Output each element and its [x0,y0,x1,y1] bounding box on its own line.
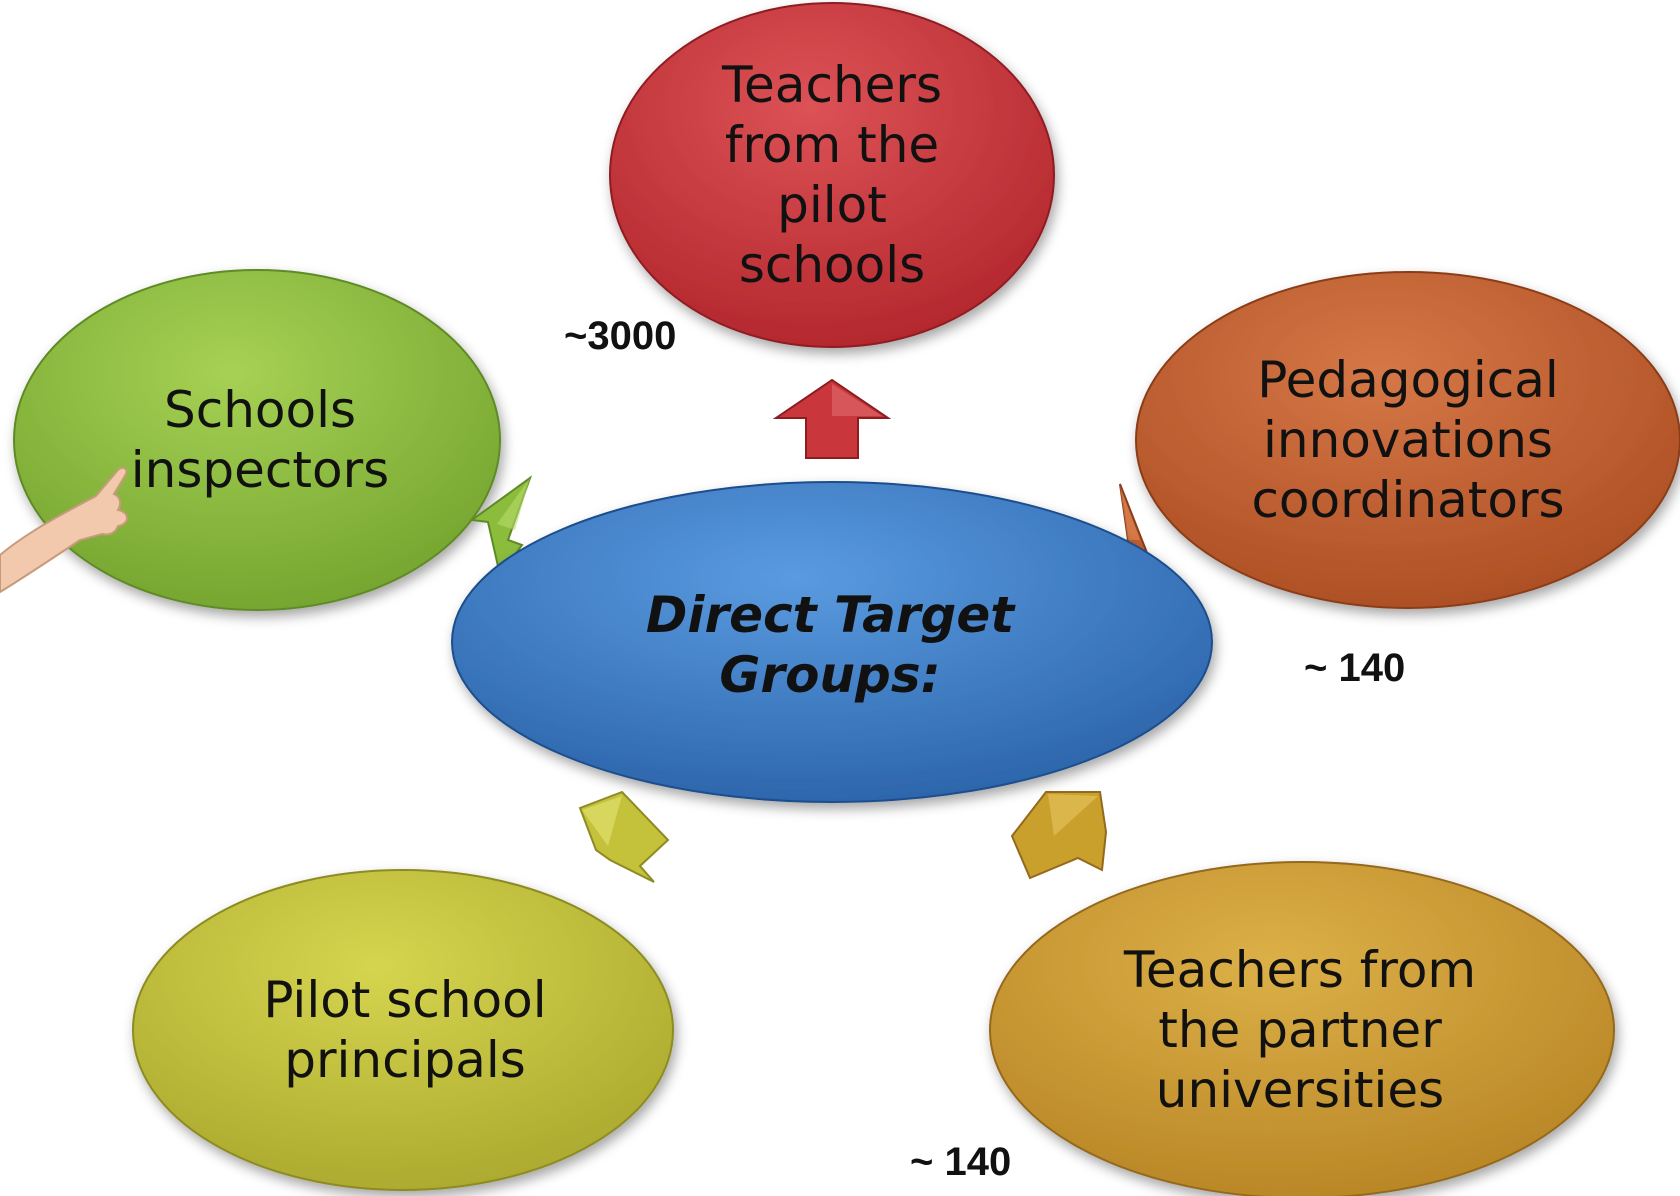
pointing-hand-icon [0,466,128,594]
node-label-pedagogical-coordinators: Pedagogical innovations coordinators [1251,351,1565,529]
node-ellipse-partner-university-teachers [989,861,1615,1196]
count-partner-university-teachers: ~ 140 [910,1140,1012,1184]
node-label-pilot-principals: Pilot school principals [263,971,547,1089]
count-teachers-pilot: ~3000 [564,314,677,358]
center-label: Direct Target Groups: [645,586,1015,704]
node-label-teachers-pilot: Teachers from the pilot schools [722,56,942,294]
arrow-to-teachers-pilot [772,378,892,459]
center-ellipse [451,481,1213,803]
count-pedagogical-coordinators: ~ 140 [1304,646,1406,690]
arrow-to-partner-university-teachers [1010,791,1108,880]
node-ellipse-teachers-pilot [609,2,1055,348]
node-label-school-inspectors: Schools inspectors [130,381,390,499]
node-ellipse-pilot-principals [132,869,674,1191]
node-ellipse-pedagogical-coordinators [1135,271,1680,609]
node-ellipse-school-inspectors [13,269,501,611]
arrow-to-pilot-principals [578,790,670,883]
node-label-partner-university-teachers: Teachers from the partner universities [1123,941,1477,1119]
